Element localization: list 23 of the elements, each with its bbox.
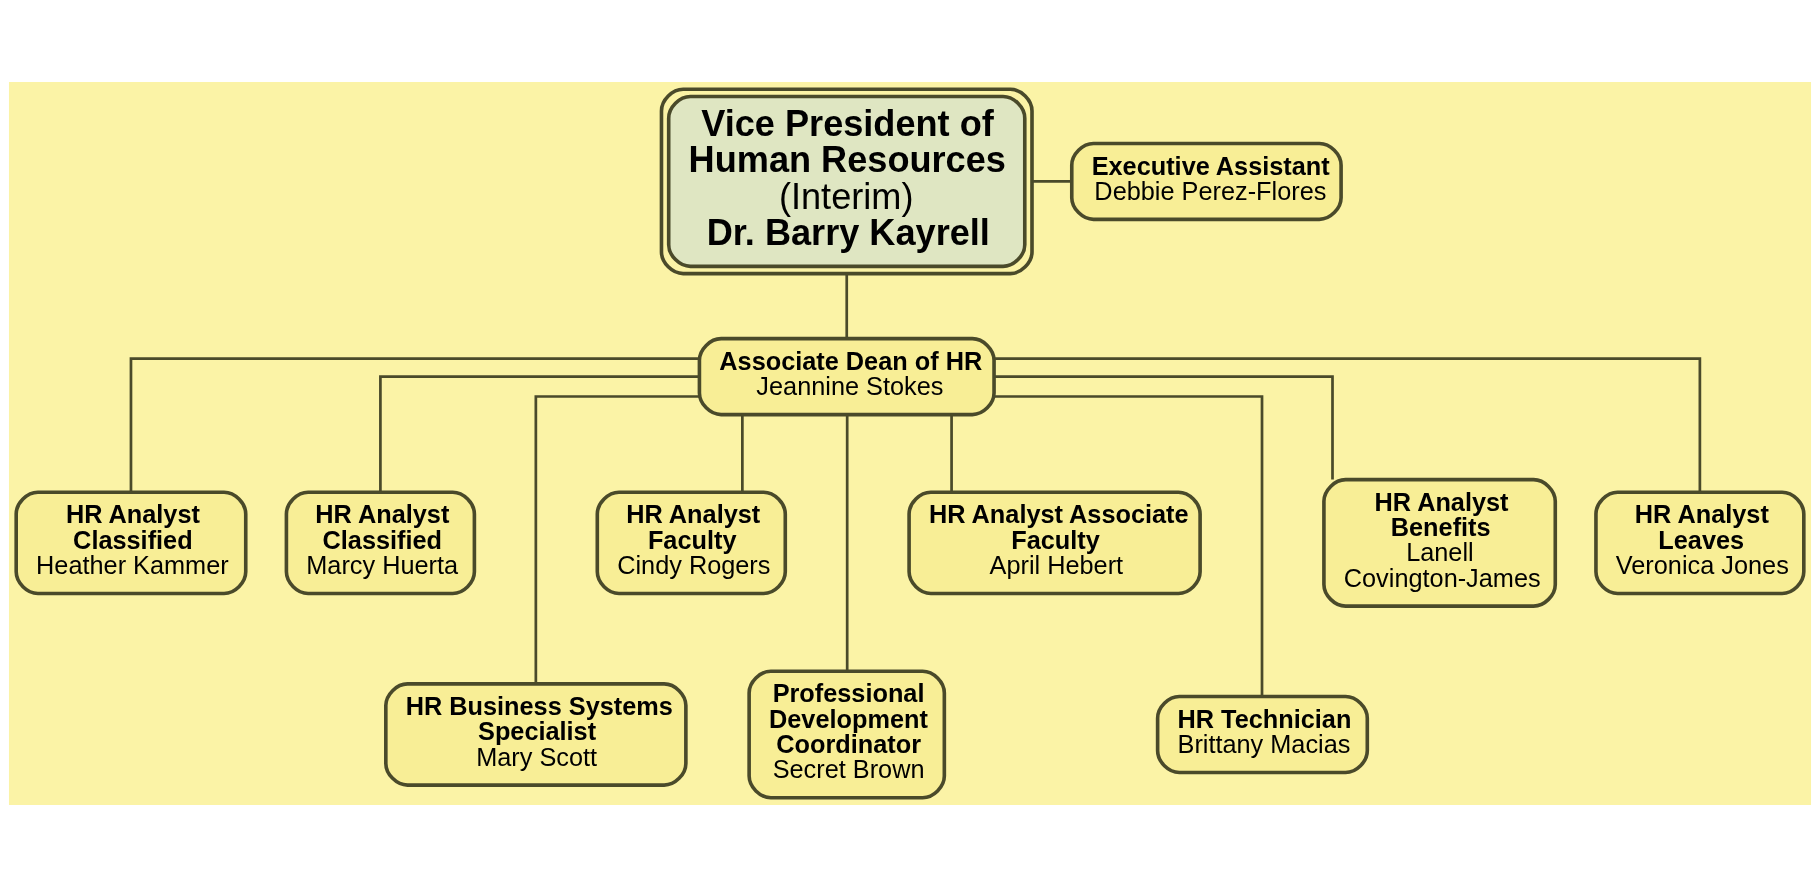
connector [994,375,1334,480]
connector [845,414,849,671]
connector [534,395,700,684]
connector [741,415,744,492]
node-box: HR Analyst Faculty Cindy Rogers [595,490,788,596]
node-box: Associate Dean of HR Jeannine Stokes [697,336,996,417]
node-box: HR Analyst Benefits Lanell Covington-James [1322,477,1558,608]
connector [994,395,1264,697]
connector [1032,180,1072,183]
node-box: Professional Development Coordinator Secret Brown [747,669,947,800]
connector [379,375,700,493]
node-box: Vice President of Human Resources (Interim) Dr. Barry Kayrell [659,87,1034,276]
node-box: Executive Assistant Debbie Perez-Flores [1069,141,1343,222]
connector [129,357,700,493]
node-box: HR Analyst Classified Marcy Huerta [284,490,477,596]
node-box: HR Analyst Associate Faculty April Hebert [907,490,1202,596]
node-box: HR Analyst Classified Heather Kammer [14,490,248,596]
node-box: HR Analyst Leaves Veronica Jones [1594,490,1806,596]
node-box: HR Business Systems Specialist Mary Scott [384,682,688,787]
node-box: HR Technician Brittany Macias [1155,694,1370,775]
connector [845,273,849,339]
connector [994,357,1702,493]
connector [950,415,953,492]
